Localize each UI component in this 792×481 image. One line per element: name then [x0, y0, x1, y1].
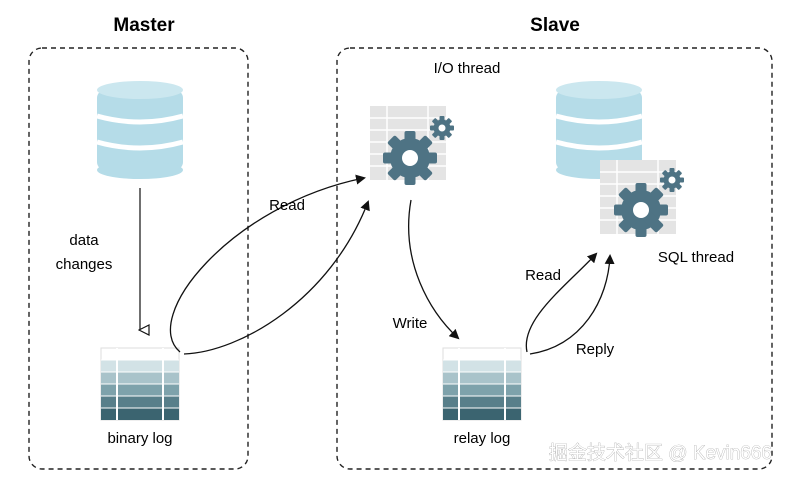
binary-log-icon: [100, 347, 180, 421]
read-relay-arrow: [525, 252, 598, 353]
slave-title: Slave: [530, 15, 580, 36]
reply-arrow: [529, 254, 615, 355]
read-binlog-arrow-outer: [169, 174, 366, 353]
watermark: 掘金技术社区 @ Kevin666: [549, 442, 772, 464]
master-title: Master: [113, 15, 175, 36]
read-binlog-arrow-inner: [183, 200, 370, 355]
master-box: [28, 47, 249, 470]
io-thread-gear-icon: [370, 106, 454, 185]
read-relay-label: Read: [525, 267, 561, 284]
io-thread-label: I/O thread: [434, 60, 501, 77]
relay-log-label: relay log: [454, 430, 511, 447]
relay-log-icon: [442, 347, 522, 421]
master-database-icon: [96, 81, 184, 179]
data-changes-label-line2: changes: [56, 256, 113, 273]
sql-thread-gear-icon: [600, 160, 684, 237]
reply-label: Reply: [576, 341, 615, 358]
write-relay-label: Write: [393, 315, 428, 332]
sql-thread-label: SQL thread: [658, 249, 734, 266]
read-binlog-label: Read: [269, 197, 305, 214]
write-relay-arrow: [408, 199, 460, 340]
data-changes-label-line1: data: [69, 232, 99, 249]
binary-log-label: binary log: [107, 430, 172, 447]
